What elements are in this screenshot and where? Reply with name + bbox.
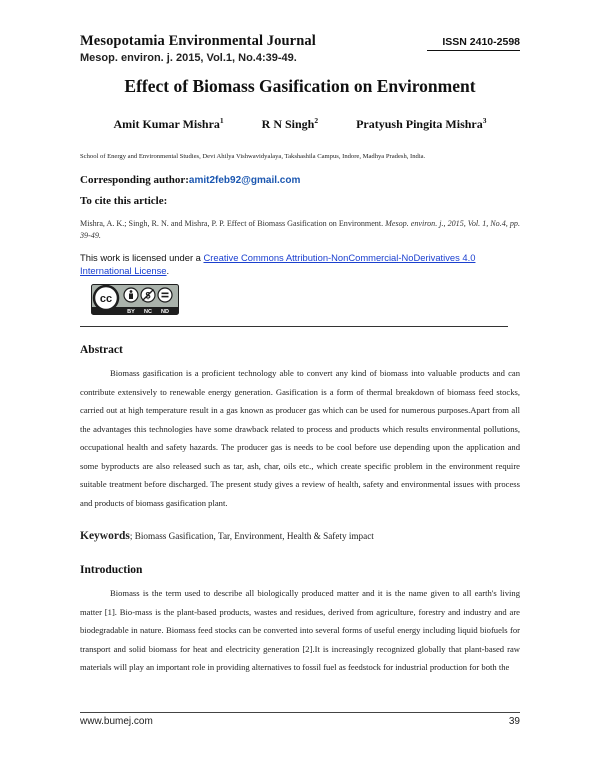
author: Amit Kumar Mishra1 bbox=[113, 117, 223, 132]
attribution-icon-head bbox=[129, 290, 133, 293]
journal-citation-line: Mesop. environ. j. 2015, Vol.1, No.4:39-… bbox=[80, 52, 297, 64]
author-name: R N Singh bbox=[261, 117, 315, 131]
header-rule bbox=[427, 50, 520, 51]
section-divider bbox=[80, 326, 508, 327]
license-suffix: . bbox=[166, 265, 170, 276]
abstract-body: Biomass gasification is a proficient tec… bbox=[80, 364, 520, 512]
affiliation: School of Energy and Environmental Studi… bbox=[80, 153, 426, 160]
license-prefix: This work is licensed under a bbox=[80, 252, 204, 263]
author-affiliation-mark: 3 bbox=[482, 116, 487, 125]
cc-icon-text: cc bbox=[100, 293, 112, 305]
noncommercial-icon-strike bbox=[142, 289, 154, 301]
cite-text-journal: Mesop. environ. j., 2015, Vol. 1, No.4, … bbox=[80, 219, 520, 240]
author-name: Pratyush Pingita Mishra bbox=[356, 117, 483, 131]
paper-title: Effect of Biomass Gasification on Enviro… bbox=[124, 76, 476, 96]
corresponding-author-separator: : bbox=[185, 174, 189, 186]
author-affiliation-mark: 1 bbox=[219, 116, 224, 125]
author-list: Amit Kumar Mishra1 R N Singh2 Pratyush P… bbox=[80, 117, 520, 132]
cc-badge-label-nc: NC bbox=[144, 309, 152, 315]
cite-text: Mishra, A. K.; Singh, R. N. and Mishra, … bbox=[80, 218, 520, 242]
introduction-body: Biomass is the term used to describe all… bbox=[80, 584, 520, 677]
keywords: Keywords; Biomass Gasification, Tar, Env… bbox=[80, 530, 374, 542]
author: R N Singh2 bbox=[262, 117, 318, 132]
author-affiliation-mark: 2 bbox=[314, 116, 319, 125]
cc-badge-label-by: BY bbox=[127, 309, 135, 315]
issn: ISSN 2410-2598 bbox=[442, 36, 520, 48]
cc-icon bbox=[92, 284, 120, 312]
page-number: 39 bbox=[508, 716, 520, 727]
license-notice: This work is licensed under a Creative C… bbox=[80, 251, 520, 277]
keywords-text: ; Biomass Gasification, Tar, Environment… bbox=[129, 531, 374, 541]
cite-text-main: Mishra, A. K.; Singh, R. N. and Mishra, … bbox=[80, 219, 386, 228]
author-name: Amit Kumar Mishra bbox=[113, 117, 220, 131]
corresponding-author-label: Corresponding author bbox=[80, 174, 186, 186]
noderivatives-icon-bar-bottom bbox=[161, 295, 169, 298]
footer-rule bbox=[80, 712, 520, 713]
keywords-label: Keywords bbox=[80, 530, 130, 542]
cite-heading: To cite this article: bbox=[80, 195, 168, 207]
noderivatives-icon bbox=[157, 287, 173, 303]
corresponding-author-email[interactable]: amit2feb92@gmail.com bbox=[188, 175, 301, 186]
noderivatives-icon-bar-top bbox=[161, 292, 169, 295]
introduction-text: Biomass is the term used to describe all… bbox=[80, 588, 520, 672]
author: Pratyush Pingita Mishra3 bbox=[356, 117, 486, 132]
cc-badge-label-nd: ND bbox=[161, 309, 169, 315]
journal-name: Mesopotamia Environmental Journal bbox=[80, 33, 316, 49]
footer-website[interactable]: www.bumej.com bbox=[80, 716, 153, 727]
cc-badge-bottom-strip bbox=[92, 307, 178, 314]
corresponding-author: Corresponding author:amit2feb92@gmail.co… bbox=[80, 174, 300, 186]
abstract-text: Biomass gasification is a proficient tec… bbox=[80, 368, 520, 508]
introduction-heading: Introduction bbox=[80, 564, 143, 576]
attribution-icon-body bbox=[129, 293, 133, 299]
cc-license-badge[interactable]: cc $ BY NC ND bbox=[91, 284, 179, 315]
license-link[interactable]: Creative Commons Attribution-NonCommerci… bbox=[80, 252, 476, 276]
abstract-heading: Abstract bbox=[80, 344, 123, 356]
